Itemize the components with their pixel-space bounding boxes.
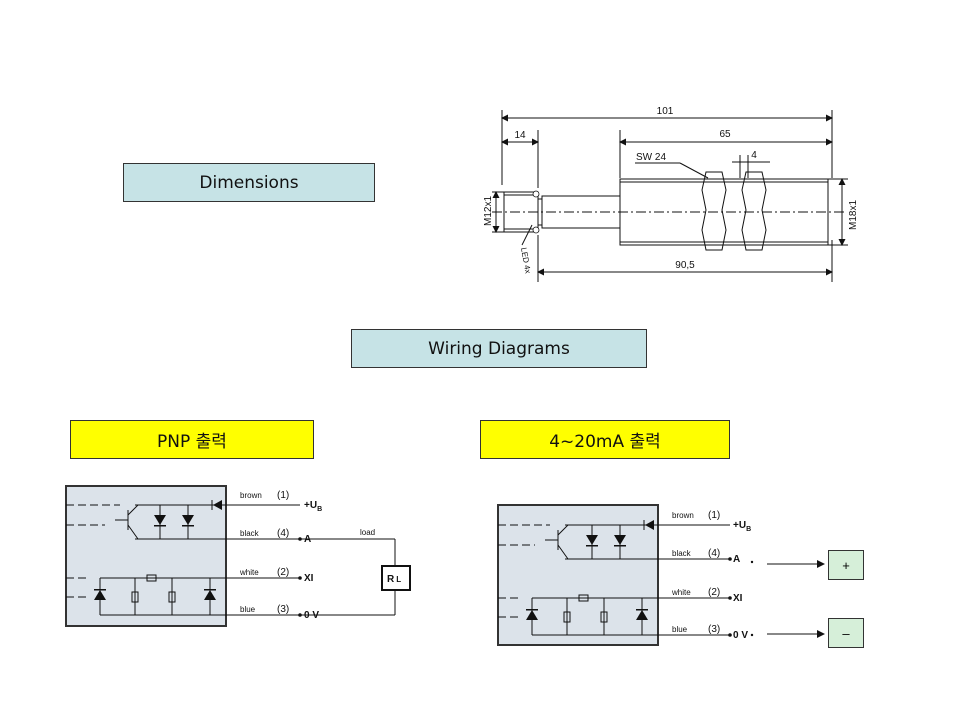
minus-terminal-box: – (828, 618, 864, 648)
dim-wrench: SW 24 (636, 152, 666, 163)
dim-thread-left: M12x1 (483, 196, 494, 226)
ma-a-label: A (733, 554, 740, 565)
pnp-xi-label: XI (304, 573, 314, 584)
pnp-wire-black: black (240, 529, 260, 538)
pnp-pin-1: (1) (277, 490, 289, 501)
ma-pin-1: (1) (708, 510, 720, 521)
ma-zero-label: 0 V (733, 630, 748, 641)
pnp-zero-label: 0 V (304, 610, 319, 621)
pnp-wiring-diagram: brown black white blue load (1) (4) (2) … (65, 485, 411, 627)
ma-wire-brown: brown (672, 511, 694, 520)
output-arrows (767, 560, 825, 638)
svg-text:RL: RL (387, 574, 401, 585)
wiring-diagrams-label: Wiring Diagrams (351, 329, 647, 368)
pnp-rl-label: R (387, 574, 395, 585)
dim-right-len: 65 (719, 129, 731, 140)
dim-overall: 101 (657, 106, 674, 117)
dim-led: LED 4x (519, 247, 532, 274)
pnp-pin-4: (4) (277, 528, 289, 539)
ma-wiring-diagram: brown black white blue (1) (4) (2) (3) +… (497, 504, 754, 646)
pnp-rl-sub: L (396, 575, 401, 584)
pnp-a-label: A (304, 534, 311, 545)
ma-ub-label: +U (733, 520, 746, 531)
ma-wire-white: white (671, 588, 691, 597)
pnp-pin-2: (2) (277, 567, 289, 578)
dimensions-drawing: 101 14 65 SW 24 4 M12x1 M18x1 LED 4x 90,… (483, 106, 859, 282)
pnp-pin-3: (3) (277, 604, 289, 615)
ma-xi-label: XI (733, 593, 743, 604)
ma-pin-3: (3) (708, 624, 720, 635)
dim-left-len: 14 (514, 130, 526, 141)
ma-output-label: 4~20mA 출력 (480, 420, 730, 459)
dim-thread-right: M18x1 (848, 200, 859, 230)
ma-wire-blue: blue (672, 625, 688, 634)
pnp-wire-blue: blue (240, 605, 256, 614)
pnp-ub-sub: B (317, 506, 322, 513)
pnp-load-label: load (360, 528, 375, 537)
dimensions-label: Dimensions (123, 163, 375, 202)
ma-wire-black: black (672, 549, 692, 558)
ma-pin-4: (4) (708, 548, 720, 559)
pnp-ub-label: +U (304, 500, 317, 511)
ma-ub-sub: B (746, 526, 751, 533)
dim-lower-len: 90,5 (675, 260, 695, 271)
svg-text:+UB: +UB (733, 520, 751, 533)
pnp-output-label: PNP 출력 (70, 420, 314, 459)
dim-nut: 4 (751, 150, 757, 161)
svg-text:+UB: +UB (304, 500, 322, 513)
pnp-wire-brown: brown (240, 491, 262, 500)
ma-pin-2: (2) (708, 587, 720, 598)
plus-terminal-box: + (828, 550, 864, 580)
pnp-wire-white: white (239, 568, 259, 577)
